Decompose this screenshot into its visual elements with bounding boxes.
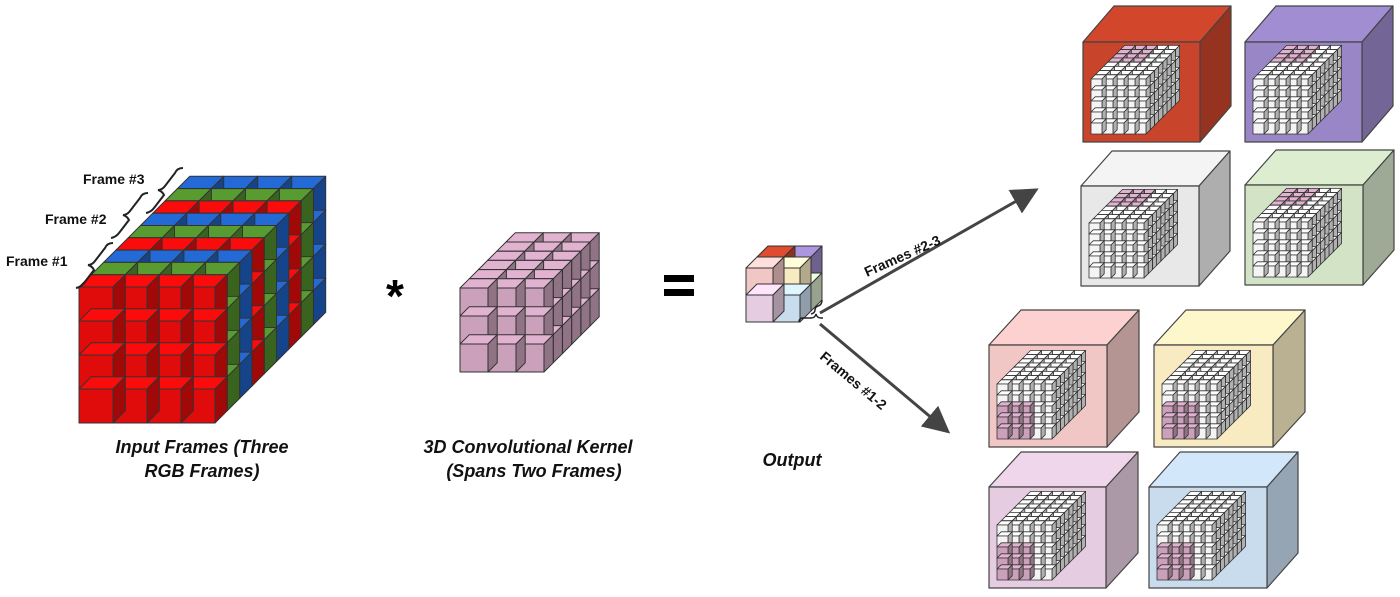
equals-operator — [664, 275, 694, 296]
input-voxel-l0-r3-c0 — [78, 376, 126, 424]
input-frames-cube — [78, 175, 327, 424]
kernel-cube — [459, 232, 600, 373]
kernel-caption-line1: 3D Convolutional Kernel — [423, 437, 633, 457]
output-box-green — [1244, 149, 1395, 286]
output-box-red-voxel-l0-r4-c0-front — [1090, 122, 1103, 135]
output-box-pink — [988, 309, 1140, 448]
output-box-purple — [1244, 5, 1394, 143]
output-caption: Output — [763, 450, 823, 470]
kernel-voxel-l0-r2-c0 — [459, 334, 498, 373]
arrow-lower-label: Frames #1-2 — [817, 348, 890, 413]
output-box-purple-voxel-l0-r4-c0-front — [1252, 122, 1265, 135]
output-box-green-voxel-l0-r4-c0-front — [1252, 265, 1265, 278]
output-box-purple-voxel-l0-r4-c0 — [1252, 118, 1269, 135]
frame2-label: Frame #2 — [45, 211, 107, 227]
kernel-caption-line2: (Spans Two Frames) — [446, 461, 621, 481]
output-voxel-l0-r1-c0 — [745, 283, 785, 323]
output-small-cube — [745, 245, 823, 323]
output-box-red-voxel-l0-r4-c0 — [1090, 118, 1107, 135]
output-box-gray-voxel-l0-r4-c0-front — [1088, 266, 1101, 279]
output-box-yellow — [1153, 309, 1306, 448]
output-voxel-l0-r1-c0-front — [745, 294, 774, 323]
output-box-gray — [1080, 150, 1231, 287]
multiply-operator: * — [386, 270, 404, 322]
output-box-pink-voxel-l0-r4-c0 — [996, 423, 1013, 440]
output-feature-maps — [988, 5, 1395, 589]
input-caption-line1: Input Frames (Three — [115, 437, 288, 457]
frame1-label: Frame #1 — [6, 253, 68, 269]
arrow-upper-label: Frames #2-3 — [862, 232, 943, 280]
output-box-gray-voxel-l0-r4-c0 — [1088, 262, 1105, 279]
input-caption-line2: RGB Frames) — [144, 461, 259, 481]
input-voxel-l0-r3-c0-front — [78, 388, 114, 424]
frame3-label: Frame #3 — [83, 171, 145, 187]
kernel-voxel-l0-r2-c0-front — [459, 343, 489, 373]
output-box-green-voxel-l0-r4-c0 — [1252, 261, 1269, 278]
output-box-pink-voxel-l0-r4-c0-front — [996, 427, 1009, 440]
output-box-red — [1082, 5, 1232, 143]
